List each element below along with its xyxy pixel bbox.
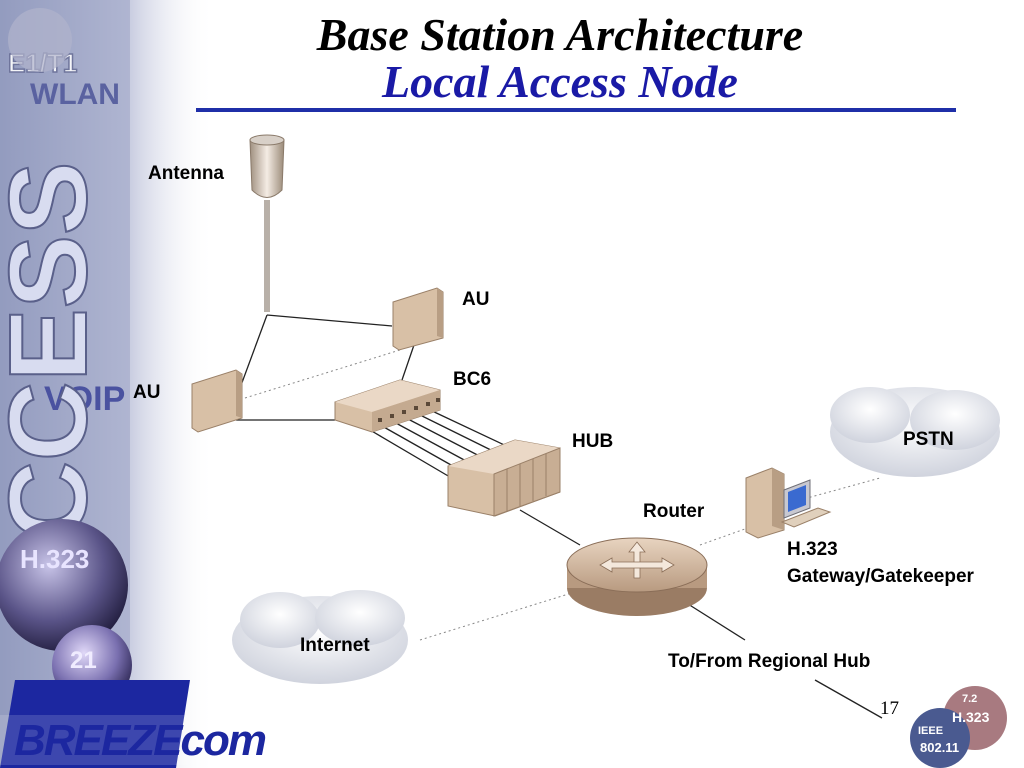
label-bc6: BC6 [453, 369, 492, 390]
globe-h323: H.323 [0, 519, 128, 651]
svg-text:802.11: 802.11 [920, 740, 959, 755]
page-number: 17 [880, 698, 899, 719]
svg-text:7.2: 7.2 [962, 693, 977, 705]
label-internet: Internet [300, 635, 370, 656]
router-icon [566, 537, 708, 616]
label-pstn: PSTN [903, 429, 954, 450]
au-top-icon [392, 287, 444, 351]
label-antenna: Antenna [148, 163, 224, 184]
svg-text:IEEE: IEEE [918, 725, 943, 737]
banner-word-wlan: WLAN [30, 78, 120, 111]
label-hub: HUB [572, 431, 614, 452]
label-au-top: AU [462, 289, 490, 310]
corner-globes: IEEE 802.11 H.323 7.2 [910, 686, 1007, 768]
hub-icon [447, 439, 561, 517]
label-au-left: AU [133, 382, 161, 403]
au-left-icon [191, 369, 243, 433]
svg-text:21: 21 [70, 647, 97, 674]
gateway-computer-icon [745, 467, 832, 539]
svg-text:H.323: H.323 [20, 544, 89, 574]
banner-word-voip: VOIP [44, 380, 125, 418]
sidebar-banner: E1/T1 WLAN VOIP ACCESS H.323 21 it Now [0, 0, 215, 768]
connections [236, 314, 883, 719]
internet-cloud [232, 590, 408, 684]
label-regional-hub: To/From Regional Hub [668, 651, 871, 672]
svg-text:H.323: H.323 [952, 709, 990, 725]
antenna-icon [249, 134, 285, 312]
bc6-icon [334, 379, 441, 433]
label-router: Router [643, 501, 705, 522]
banner-photo-circle [8, 8, 72, 72]
label-gateway-line1: H.323 [787, 539, 838, 560]
slide-subtitle: Local Access Node [382, 56, 738, 107]
label-gateway-line2: Gateway/Gatekeeper [787, 566, 974, 587]
title-underline [196, 108, 956, 112]
breezecom-logo-text: BREEZEcom [14, 716, 267, 765]
breezecom-logo [0, 680, 215, 768]
pstn-cloud [830, 387, 1000, 477]
slide-title: Base Station Architecture [316, 9, 804, 60]
